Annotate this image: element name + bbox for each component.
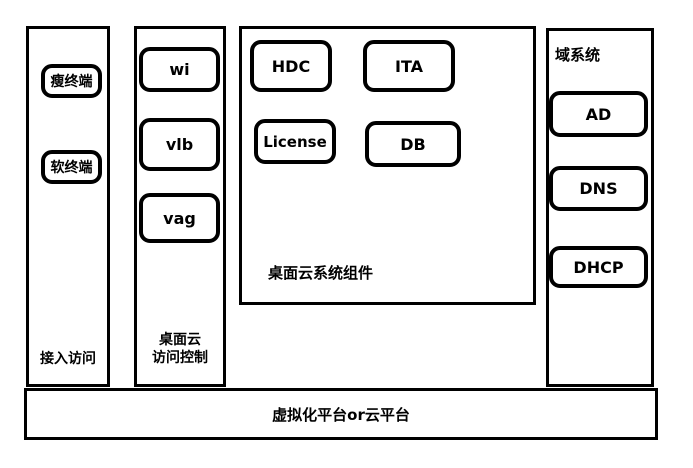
db-box: DB [365,121,461,167]
access-control-title-line2: 访问控制 [152,350,208,366]
dns-box: DNS [549,166,648,211]
soft-client-box: 软终端 [41,150,102,184]
access-control-title-line1: 桌面云 [159,332,201,348]
vag-box: vag [139,193,220,243]
vlb-box: vlb [139,118,220,171]
platform-bar [24,388,658,440]
access-control-column [134,26,226,387]
hdc-box: HDC [250,40,332,92]
ita-box: ITA [363,40,455,92]
access-column [26,26,110,387]
platform-title: 虚拟化平台or云平台 [272,406,410,424]
ad-box: AD [549,91,648,137]
wi-box: wi [139,47,220,92]
components-title: 桌面云系统组件 [268,264,374,282]
thin-client-box: 瘦终端 [41,64,102,98]
access-title: 接入访问 [40,351,96,367]
domain-column [546,28,654,387]
domain-title: 域系统 [555,46,601,64]
license-box: License [254,119,336,164]
dhcp-box: DHCP [549,246,648,288]
components-panel [239,26,536,305]
